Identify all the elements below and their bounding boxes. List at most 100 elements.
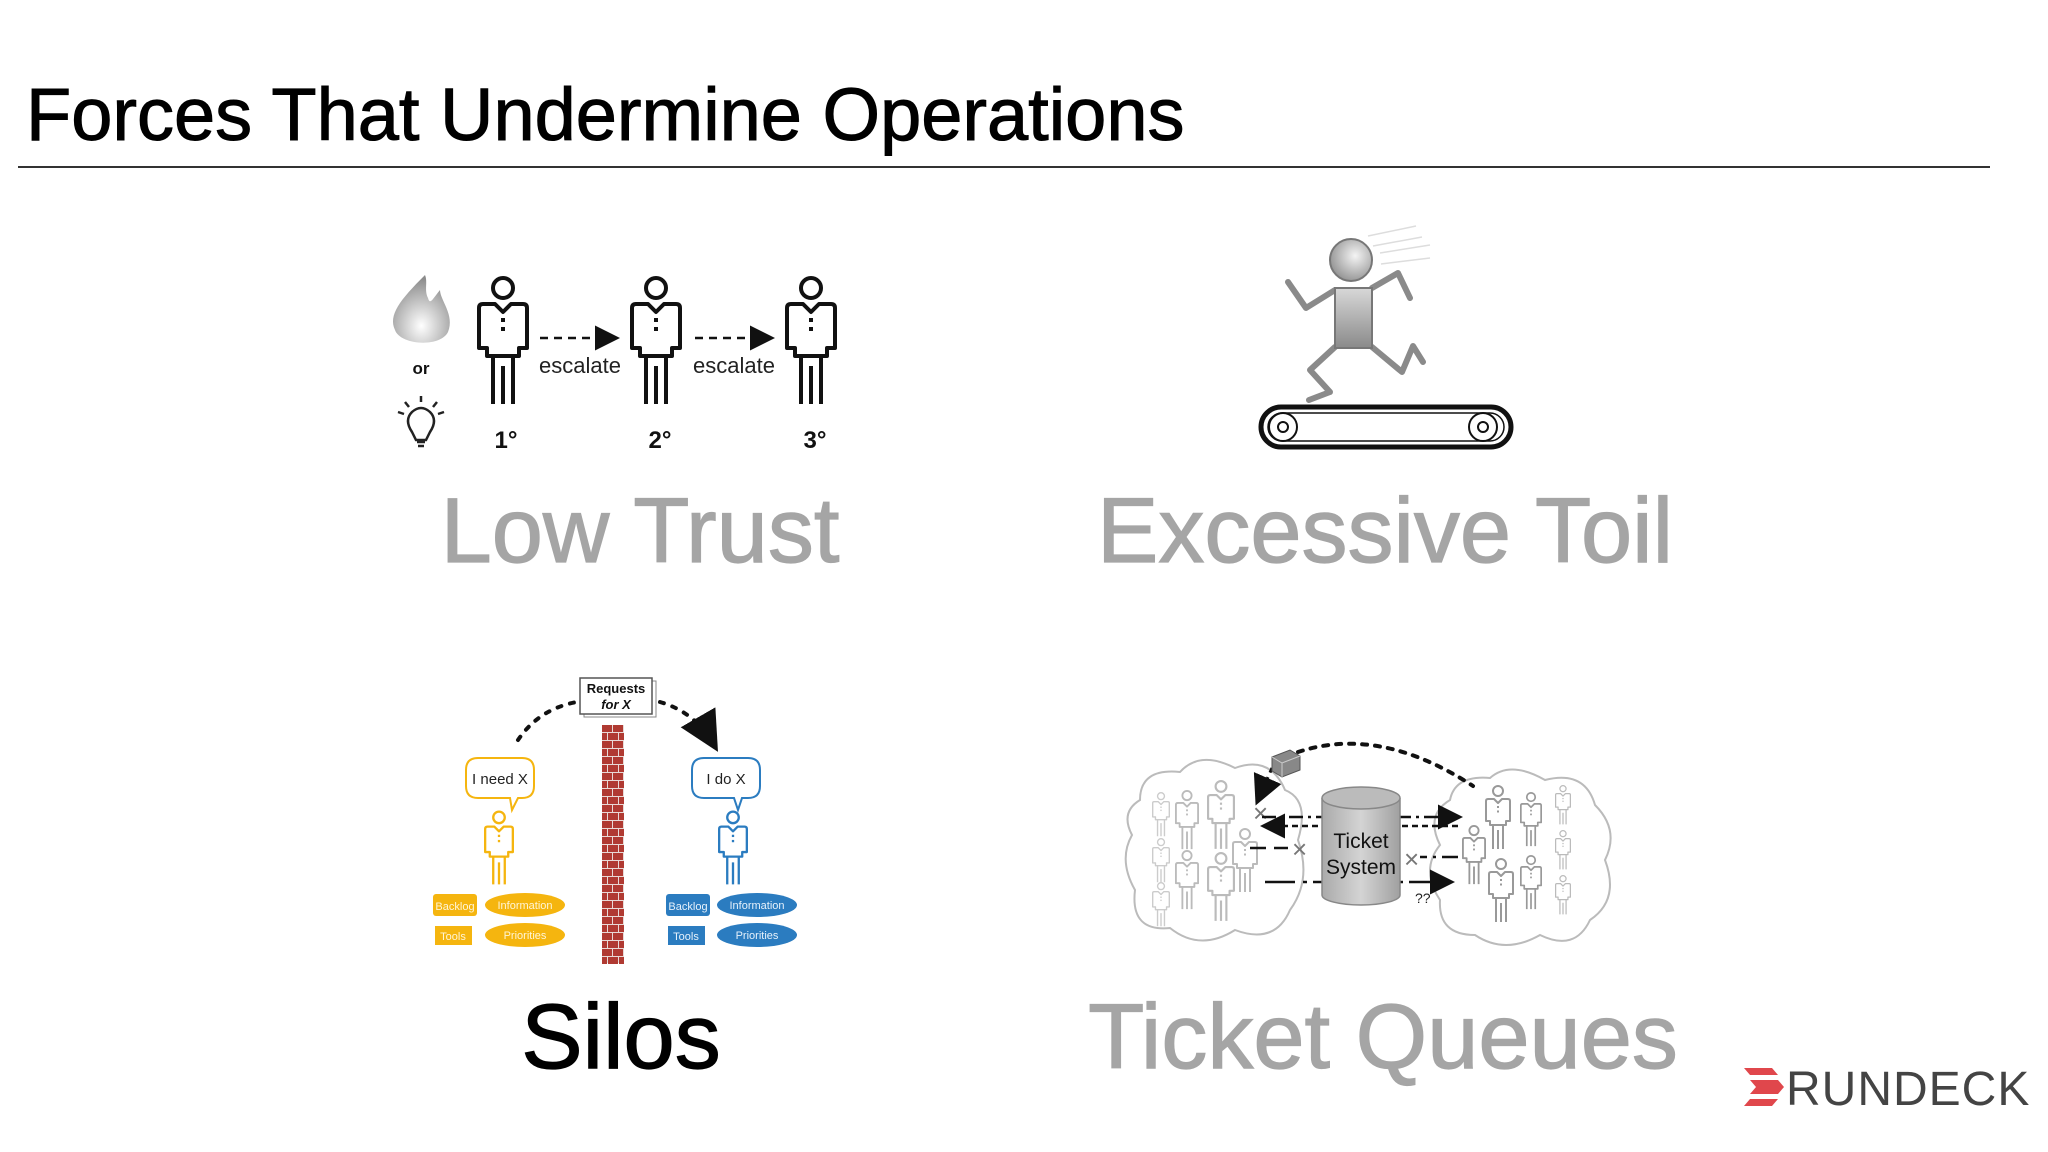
brick — [602, 765, 607, 772]
blocked-x-icon-2: × — [1292, 834, 1307, 864]
conveyor-belt-icon — [1258, 404, 1514, 450]
brick — [613, 789, 623, 796]
brick — [602, 781, 607, 788]
silos-diagram: Requests for X I need X Backlog Informat… — [433, 677, 797, 964]
brick — [619, 797, 624, 804]
brick — [608, 781, 618, 788]
or-label: or — [413, 359, 430, 378]
brick — [619, 829, 624, 836]
brick — [613, 725, 623, 732]
brick — [608, 877, 618, 884]
brick — [602, 941, 607, 948]
ticket-system-cylinder: Ticket System — [1321, 786, 1401, 906]
backlog-block-right — [666, 894, 710, 916]
quadrant-label-low-trust: Low Trust — [441, 480, 840, 582]
brick — [608, 845, 618, 852]
brick — [608, 813, 618, 820]
brick — [619, 877, 624, 884]
ticket-system-label-2: System — [1326, 856, 1396, 879]
brick — [619, 909, 624, 916]
speech-bubble-right — [691, 757, 761, 814]
brick — [602, 829, 607, 836]
information-label-left: Information — [497, 900, 552, 912]
brick — [619, 941, 624, 948]
brick — [602, 901, 612, 908]
tools-label-right: Tools — [673, 931, 699, 943]
brick — [602, 757, 612, 764]
escalate-label-2: escalate — [693, 353, 775, 378]
person-icon-right — [718, 810, 748, 886]
person-icon-tier-1 — [477, 276, 529, 406]
information-cloud-left — [485, 893, 565, 917]
brick — [619, 925, 624, 932]
rundeck-logo: RUNDECK — [1744, 1063, 2030, 1116]
brick — [608, 797, 618, 804]
brick — [613, 741, 623, 748]
brick — [602, 861, 607, 868]
brick — [602, 789, 612, 796]
brick — [613, 821, 623, 828]
toil-diagram — [1258, 225, 1514, 450]
brick — [602, 925, 607, 932]
backlog-label-right: Backlog — [668, 901, 707, 913]
information-label-right: Information — [729, 900, 784, 912]
person-icon-tier-3 — [785, 276, 837, 406]
rundeck-mark-icon — [1744, 1068, 1784, 1106]
priorities-cloud-left — [485, 923, 565, 947]
brick — [619, 957, 624, 964]
brick — [602, 869, 612, 876]
brick — [608, 861, 618, 868]
speech-bubble-left — [465, 757, 535, 814]
person-icon-tier-2 — [630, 276, 682, 406]
tier-label-1: 1° — [495, 427, 518, 454]
information-cloud-right — [717, 893, 797, 917]
brick — [608, 941, 618, 948]
backlog-block-left — [433, 894, 477, 916]
brick — [602, 741, 612, 748]
blocked-x-icon-3: × — [1404, 844, 1419, 874]
brick — [602, 837, 612, 844]
tier-label-2: 2° — [649, 427, 672, 454]
brick — [602, 733, 607, 740]
brick — [613, 757, 623, 764]
rundeck-wordmark: RUNDECK — [1786, 1063, 2030, 1116]
brick — [602, 909, 607, 916]
package-icon — [1271, 749, 1301, 778]
brick — [613, 853, 623, 860]
brick — [619, 733, 624, 740]
feedback-arc — [1296, 741, 1475, 788]
brick — [602, 749, 607, 756]
tools-block-right — [668, 926, 705, 945]
brick — [608, 829, 618, 836]
brick — [602, 885, 612, 892]
brick — [602, 957, 607, 964]
brick — [613, 901, 623, 908]
brick — [619, 765, 624, 772]
brick — [619, 845, 624, 852]
brick — [602, 773, 612, 780]
brick — [613, 837, 623, 844]
requests-label-2: for X — [601, 697, 632, 712]
priorities-label-right: Priorities — [736, 930, 779, 942]
quadrant-label-excessive-toil: Excessive Toil — [1097, 480, 1673, 582]
brick — [602, 845, 607, 852]
brick — [613, 805, 623, 812]
request-arc-right — [658, 700, 718, 752]
tools-block-left — [435, 926, 472, 945]
brick — [608, 749, 618, 756]
brick — [619, 861, 624, 868]
brick — [602, 805, 612, 812]
ticket-queue-diagram: × Ticket System × × ?? — [1124, 741, 1612, 946]
requests-box: Requests for X — [579, 677, 657, 718]
brick — [602, 949, 612, 956]
unknown-label: ?? — [1415, 890, 1431, 906]
brick — [613, 885, 623, 892]
brick — [602, 821, 612, 828]
quadrant-label-ticket-queues: Ticket Queues — [1088, 986, 1678, 1088]
slide-title: Forces That Undermine Operations — [26, 73, 1185, 156]
request-arrows — [1250, 804, 1463, 895]
brick — [608, 925, 618, 932]
escalate-label-1: escalate — [539, 353, 621, 378]
